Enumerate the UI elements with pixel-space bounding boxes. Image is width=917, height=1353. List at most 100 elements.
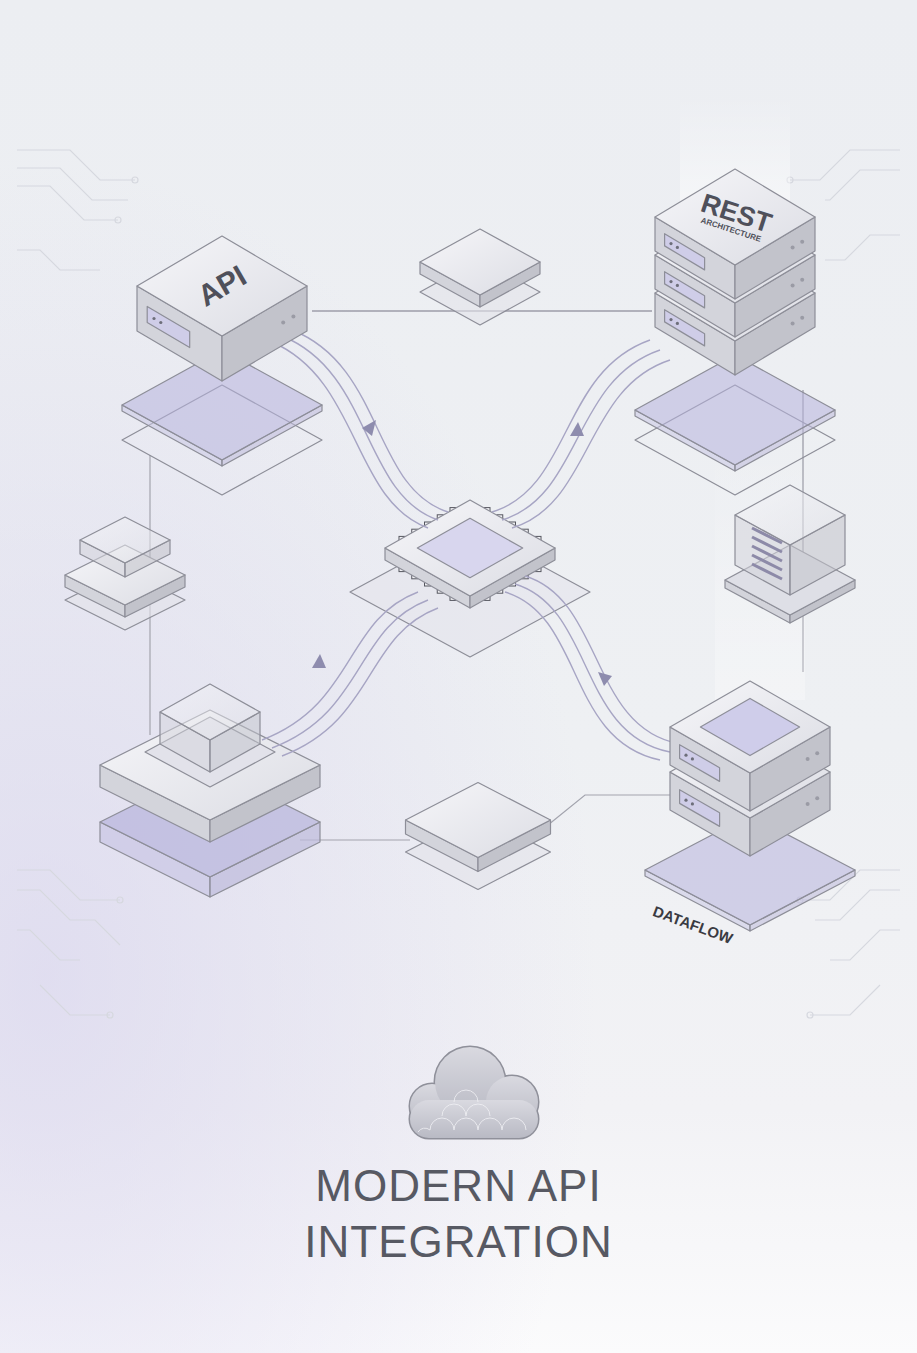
circuit-traces: [17, 250, 100, 270]
circuit-traces: [807, 1012, 813, 1018]
cloud-icon: [418, 1128, 430, 1132]
circuit-traces: [17, 890, 120, 945]
vent-dot: [800, 240, 804, 244]
led: [691, 757, 694, 760]
cloud-icon: [410, 1100, 538, 1138]
vent-dot: [291, 315, 295, 319]
data-flows: [262, 330, 680, 760]
data-flows: [492, 340, 650, 512]
label-group: DATAFLOW: [651, 903, 735, 946]
vent-dot: [791, 245, 795, 249]
node-shape: [670, 681, 830, 856]
data-flows: [515, 584, 670, 752]
cloud-icon: [454, 1090, 478, 1102]
top-face: [735, 485, 845, 545]
top-face: [406, 783, 551, 858]
top-face: [385, 500, 555, 596]
drive-slot: [665, 234, 705, 270]
drive-slot: [680, 745, 720, 782]
cloud-icon: [410, 1047, 538, 1138]
data-flows: [505, 592, 660, 760]
data-flows: [512, 360, 670, 528]
top-inset: [417, 518, 522, 578]
top-face: [80, 517, 170, 563]
cloud-icon: [430, 1118, 502, 1130]
data-flows: [525, 576, 680, 744]
wires: [548, 795, 670, 825]
list-line: [752, 564, 782, 579]
circuit-traces: [825, 235, 900, 260]
led: [676, 322, 679, 325]
rest-server-stack: RESTARCHITECTURE: [652, 165, 818, 390]
led: [159, 321, 162, 324]
circuit-traces: [17, 930, 80, 960]
title-area: MODERN API INTEGRATION: [0, 1158, 917, 1270]
cloud-icon: [410, 1047, 538, 1138]
led: [684, 799, 687, 802]
led: [676, 246, 679, 249]
circuit-traces: [815, 890, 900, 920]
dataflow-server-stack: DATAFLOW: [645, 672, 840, 962]
iso-shapes: [65, 229, 855, 931]
circuit-traces: [107, 1012, 113, 1018]
cloud-icon: [442, 1104, 490, 1116]
drive-slot: [147, 306, 190, 347]
led: [684, 754, 687, 757]
node-shape: [655, 169, 815, 375]
data-flows: [272, 342, 428, 528]
led: [669, 280, 672, 283]
circuit-traces: [17, 186, 118, 220]
flow-arrows: [362, 420, 376, 436]
circuit-traces: [790, 150, 900, 180]
circuit-traces: [810, 985, 880, 1015]
flow-arrows: [312, 654, 326, 668]
box-label: DATAFLOW: [651, 903, 735, 946]
vent-dot: [791, 321, 795, 325]
cloud-icon: [410, 1100, 538, 1138]
led: [152, 317, 155, 320]
vent-dot: [806, 757, 810, 761]
flow-arrows: [570, 422, 584, 436]
vent-dot: [281, 321, 285, 325]
drive-slot: [680, 790, 720, 827]
vent-dot: [800, 278, 804, 282]
vent-dot: [800, 316, 804, 320]
data-flows: [282, 336, 438, 520]
flow-arrows: [598, 672, 612, 686]
top-face: [420, 229, 540, 295]
data-flows: [282, 608, 438, 756]
led: [676, 284, 679, 287]
api-server-box: API: [132, 236, 312, 386]
circuit-traces: [117, 897, 123, 903]
node-shape: [132, 236, 312, 386]
vent-dot: [815, 796, 819, 800]
circuit-traces: [115, 217, 121, 223]
circuit-traces: [830, 930, 900, 960]
vent-dot: [791, 283, 795, 287]
cloud-icon: [418, 1090, 526, 1132]
circuit-traces: [825, 170, 900, 200]
data-flows: [502, 350, 660, 520]
flow-arrows: [312, 420, 612, 686]
vent-dot: [806, 802, 810, 806]
cloud-icon: [502, 1118, 526, 1130]
led: [669, 242, 672, 245]
data-flows: [292, 330, 448, 512]
circuit-traces: [17, 870, 120, 900]
circuit-traces: [132, 177, 138, 183]
data-flows: [272, 600, 428, 748]
title: MODERN API INTEGRATION: [219, 1158, 699, 1270]
circuit-traces: [17, 150, 135, 180]
node-shape: [137, 236, 307, 381]
led: [691, 802, 694, 805]
circuit-traces: [17, 150, 900, 1018]
circuit-traces: [40, 985, 110, 1015]
top-inset: [700, 698, 799, 755]
circuit-traces: [17, 168, 128, 200]
led: [669, 318, 672, 321]
vent-dot: [815, 751, 819, 755]
top-face: [160, 684, 260, 740]
cloud-icon: [410, 1047, 538, 1138]
